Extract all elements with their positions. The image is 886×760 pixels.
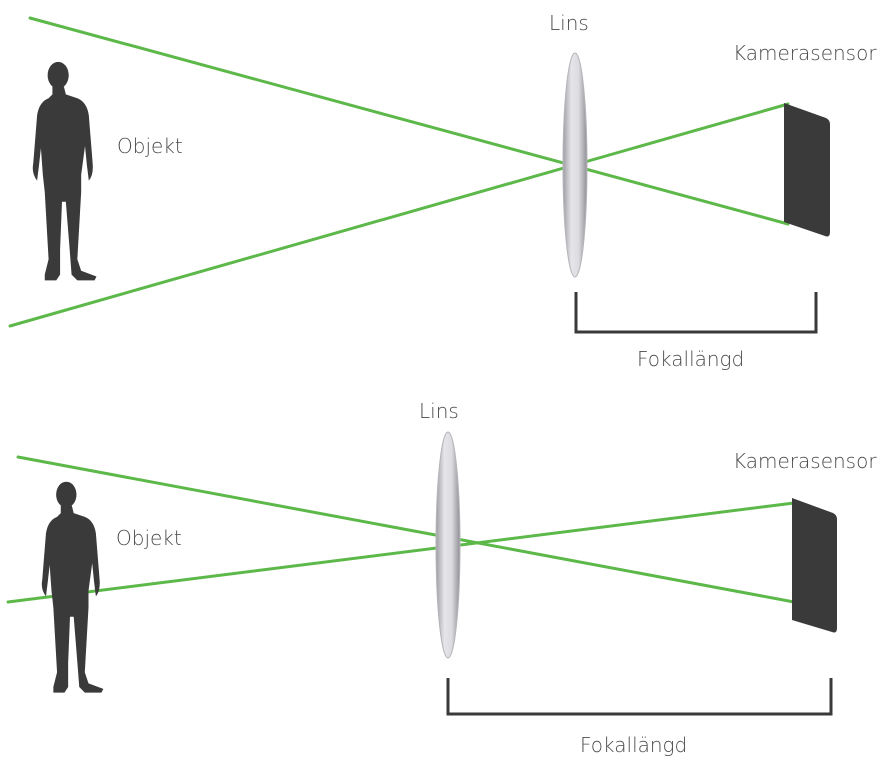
top-panel: Lins Kamerasensor Objekt Fokallängd: [8, 11, 877, 371]
bottom-person-icon: [41, 481, 104, 693]
bottom-sensor-icon: [792, 498, 837, 633]
top-focal-bracket: [574, 292, 818, 334]
top-lens-icon: [562, 52, 588, 278]
top-object-label: Objekt: [117, 134, 183, 158]
bottom-focal-label: Fokallängd: [580, 733, 687, 757]
top-sensor-icon: [784, 103, 830, 237]
top-lens-label: Lins: [549, 11, 589, 35]
bottom-sensor-label: Kamerasensor: [733, 449, 877, 473]
bottom-focal-bracket: [446, 678, 833, 716]
top-ray-upper: [28, 16, 790, 226]
bottom-ray-lower: [6, 501, 796, 604]
bottom-lens-icon: [435, 431, 461, 659]
bottom-lens-label: Lins: [419, 399, 459, 423]
bottom-object-label: Objekt: [116, 526, 182, 550]
bottom-ray-upper: [16, 455, 796, 604]
top-person-icon: [32, 61, 97, 281]
top-sensor-label: Kamerasensor: [733, 41, 877, 65]
top-ray-lower: [8, 102, 790, 328]
bottom-panel: Lins Kamerasensor Objekt Fokallängd: [6, 399, 877, 757]
top-focal-label: Fokallängd: [637, 347, 744, 371]
